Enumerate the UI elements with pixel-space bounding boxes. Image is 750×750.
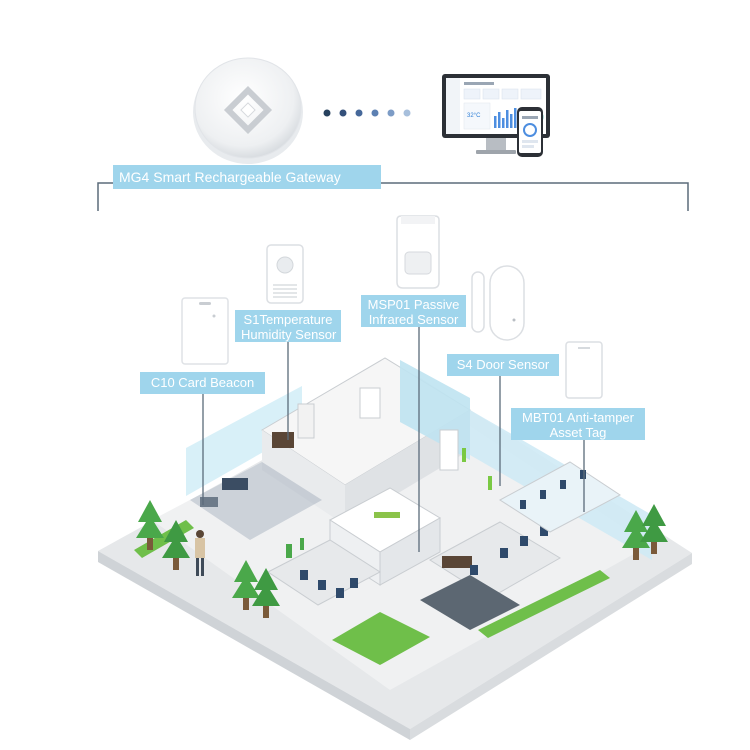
mbt01-label-line2: Asset Tag (549, 425, 607, 440)
c10-card-beacon-icon (181, 297, 229, 365)
gateway-title: MG4 Smart Rechargeable Gateway (113, 165, 381, 189)
label-s1-temperature-humidity-sensor: S1Temperature Humidity Sensor (235, 310, 341, 342)
label-mbt01-anti-tamper-asset-tag: MBT01 Anti-tamper Asset Tag (511, 408, 645, 440)
dots-connector-icon (323, 109, 411, 117)
gateway-device-icon (193, 57, 303, 164)
msp01-pir-sensor-icon (396, 215, 440, 289)
mbt01-label-line1: MBT01 Anti-tamper (522, 410, 634, 425)
s4-label-text: S4 Door Sensor (456, 357, 550, 372)
label-s4-door-sensor: S4 Door Sensor (447, 354, 559, 376)
msp01-label-line2: Infrared Sensor (368, 312, 459, 327)
label-msp01-passive-infrared-sensor: MSP01 Passive Infrared Sensor (361, 295, 466, 327)
mbt01-asset-tag-icon (565, 341, 603, 399)
gateway-bracket (97, 182, 689, 211)
s1-sensor-icon (266, 244, 304, 304)
c10-label-text: C10 Card Beacon (150, 375, 255, 390)
label-c10-card-beacon: C10 Card Beacon (140, 372, 265, 394)
s4-door-sensor-icon (471, 265, 525, 341)
s1-label-line1: S1Temperature (243, 312, 333, 327)
phone-icon (517, 107, 543, 157)
svg-text:32°C: 32°C (467, 113, 481, 119)
msp01-label-line1: MSP01 Passive (367, 297, 460, 312)
s1-label-line2: Humidity Sensor (241, 327, 337, 342)
